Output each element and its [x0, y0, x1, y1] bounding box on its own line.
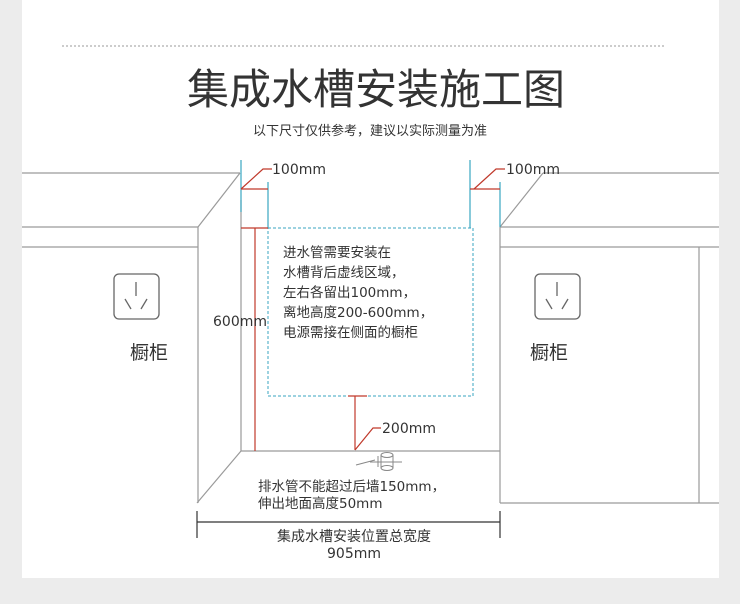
height-200-label: 200mm [382, 421, 436, 437]
drain-pipe-icon [355, 452, 402, 471]
page-title: 集成水槽安装施工图 [187, 65, 565, 114]
right-clearance-label: 100mm [506, 162, 560, 178]
svg-text:进水管需要安装在: 进水管需要安装在 [283, 245, 391, 261]
subtitle: 以下尺寸仅供参考，建议以实际测量为准 [253, 123, 487, 139]
svg-text:左右各留出100mm，: 左右各留出100mm， [283, 285, 416, 301]
svg-text:排水管不能超过后墙150mm，: 排水管不能超过后墙150mm， [258, 479, 445, 495]
left-power-outlet-icon [113, 273, 160, 320]
drain-note: 排水管不能超过后墙150mm， 伸出地面高度50mm [258, 479, 445, 512]
height-600-marker [241, 227, 268, 451]
height-600-label: 600mm [213, 314, 267, 330]
right-cabinet [499, 172, 719, 504]
left-clearance-label: 100mm [272, 162, 326, 178]
total-width-value: 905mm [327, 546, 381, 562]
height-200-marker [348, 395, 381, 451]
svg-text:伸出地面高度50mm: 伸出地面高度50mm [258, 495, 382, 512]
clearance-markers [240, 160, 505, 228]
inlet-zone-dashed-box [267, 227, 474, 397]
left-cabinet [22, 172, 242, 504]
inlet-note: 进水管需要安装在 水槽背后虚线区域， 左右各留出100mm， 离地高度200-6… [283, 245, 433, 341]
left-cabinet-label: 橱柜 [130, 342, 168, 364]
back-wall [240, 200, 500, 452]
total-width-dimension [196, 511, 501, 538]
svg-text:电源需接在侧面的橱柜: 电源需接在侧面的橱柜 [283, 324, 418, 341]
right-cabinet-label: 橱柜 [530, 342, 568, 364]
diagram-card [22, 0, 719, 578]
total-width-label: 集成水槽安装位置总宽度 [277, 528, 431, 545]
right-power-outlet-icon [534, 273, 581, 320]
svg-text:水槽背后虚线区域，: 水槽背后虚线区域， [283, 265, 405, 281]
svg-text:离地高度200-600mm，: 离地高度200-600mm， [283, 304, 433, 321]
